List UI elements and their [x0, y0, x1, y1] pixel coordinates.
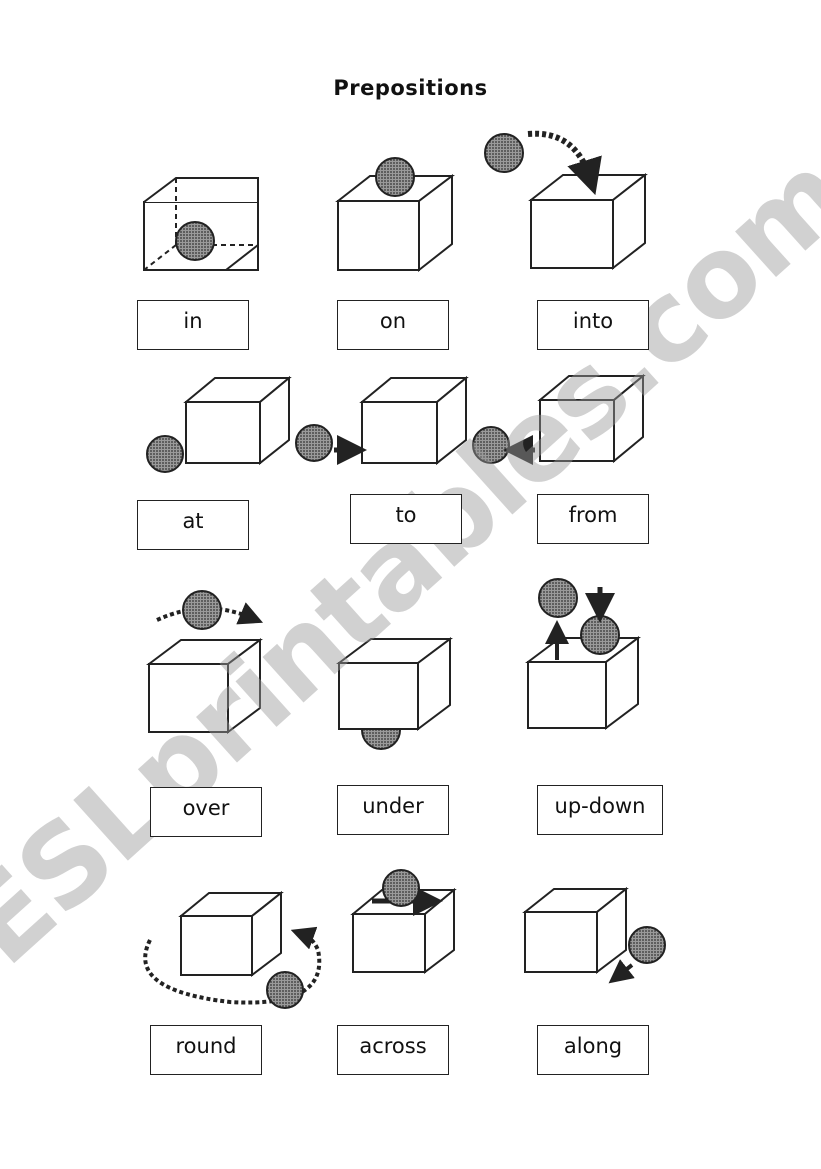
cube-on — [335, 157, 455, 273]
cube-up-down — [525, 578, 641, 730]
label-at: at — [137, 500, 249, 550]
cube-from — [472, 373, 646, 465]
cube-to — [295, 375, 469, 466]
page-title: Prepositions — [333, 76, 488, 100]
cube-into — [484, 130, 648, 271]
cube-along — [522, 886, 666, 984]
cube-round — [143, 890, 322, 1009]
label-up-down: up-down — [537, 785, 663, 835]
label-under: under — [337, 785, 449, 835]
label-over: over — [150, 787, 262, 837]
label-from: from — [537, 494, 649, 544]
cube-over — [146, 590, 264, 734]
label-to: to — [350, 494, 462, 544]
cube-across — [350, 869, 457, 975]
cube-in — [143, 177, 259, 271]
label-across: across — [337, 1025, 449, 1075]
label-round: round — [150, 1025, 262, 1075]
label-along: along — [537, 1025, 649, 1075]
label-into: into — [537, 300, 649, 350]
label-in: in — [137, 300, 249, 350]
label-on: on — [337, 300, 449, 350]
cube-under — [336, 637, 453, 750]
cube-at — [146, 375, 292, 473]
